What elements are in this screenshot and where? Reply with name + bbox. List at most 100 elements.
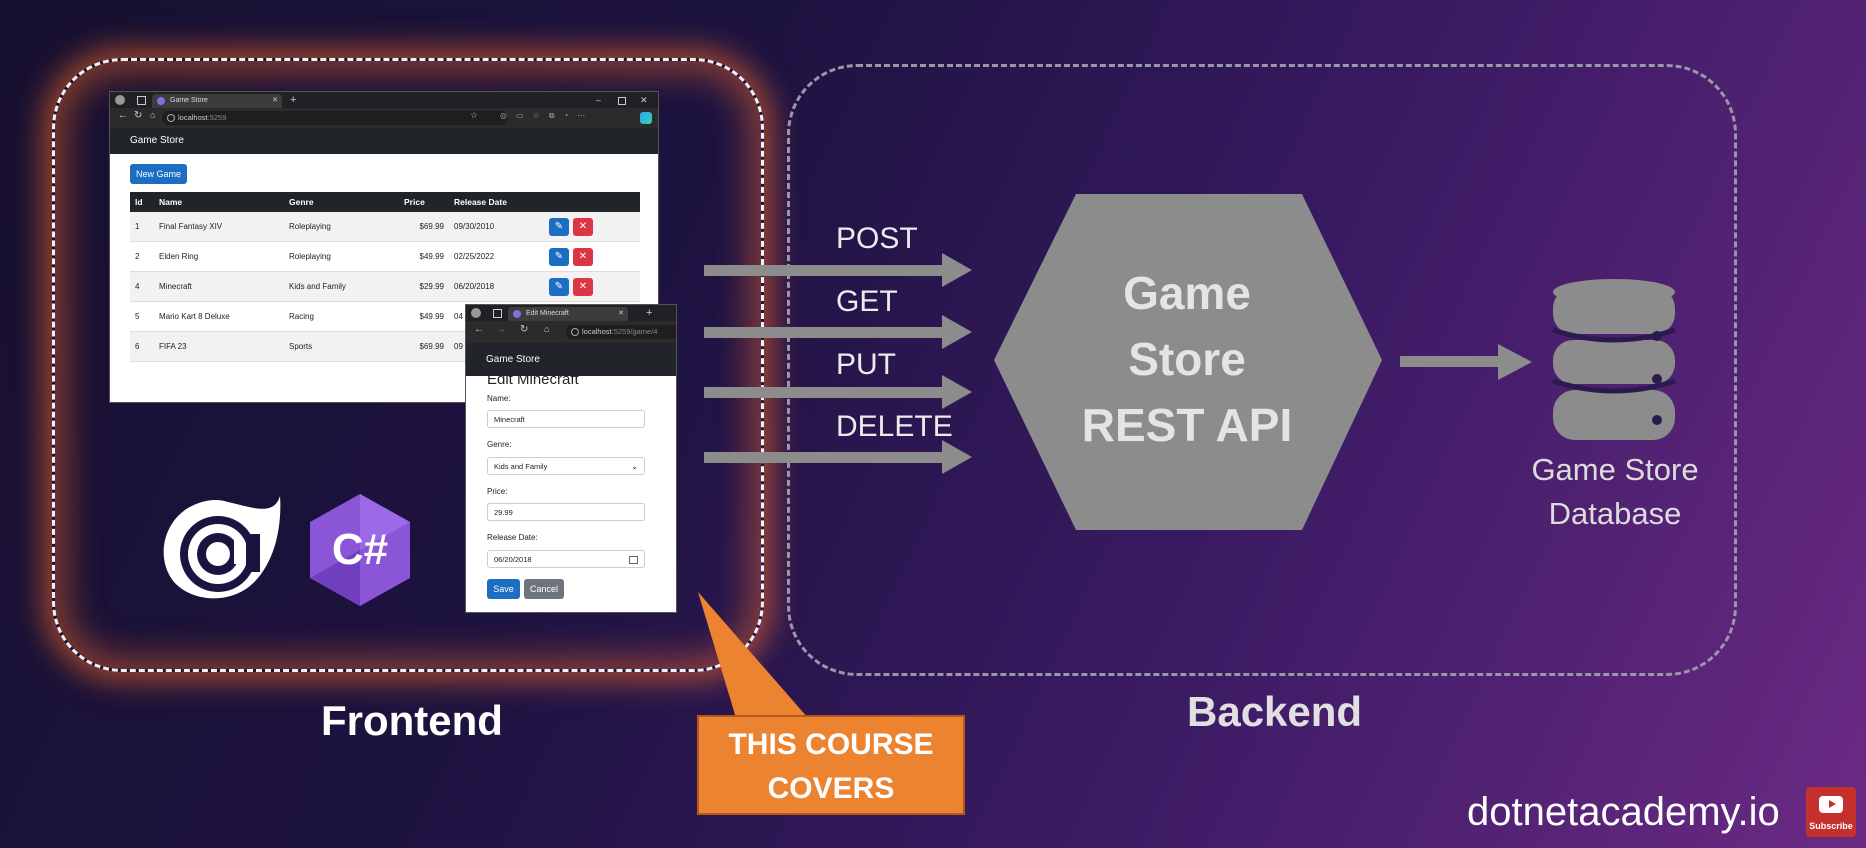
cell-price: $29.99: [399, 271, 449, 302]
close-tab-icon[interactable]: ✕: [272, 97, 278, 104]
table-row: 2 Elden Ring Roleplaying $49.99 02/25/20…: [130, 241, 640, 272]
games-table: Id Name Genre Price Release Date 1 Final…: [130, 192, 640, 362]
frontend-boundary: [52, 58, 764, 672]
column-header-price: Price: [399, 192, 449, 212]
cell-release-date: 06/20/2018: [449, 271, 544, 302]
cell-genre: Kids and Family: [284, 271, 399, 302]
back-icon[interactable]: ←: [474, 324, 484, 335]
edit-pencil-icon[interactable]: ✎: [549, 247, 569, 266]
new-tab-icon[interactable]: +: [290, 94, 297, 106]
name-label: Name:: [487, 394, 511, 403]
edit-pencil-icon[interactable]: ✎: [549, 217, 569, 236]
cell-genre: Roleplaying: [284, 241, 399, 272]
home-icon[interactable]: ⌂: [150, 110, 156, 120]
refresh-icon[interactable]: ↻: [134, 110, 143, 121]
cell-price: $49.99: [399, 301, 449, 332]
edit-heading: Edit Minecraft: [487, 371, 579, 388]
url-host: localhost: [178, 113, 208, 122]
url-field[interactable]: localhost:5259/game/4: [566, 325, 676, 339]
favorites-icon[interactable]: ☆: [470, 110, 479, 120]
genre-select[interactable]: Kids and Family ⌄: [487, 457, 645, 475]
cell-actions: ✎✕: [544, 271, 640, 302]
frontend-label: Frontend: [321, 697, 503, 744]
release-date-label: Release Date:: [487, 533, 538, 542]
subscribe-text: Subscribe: [1809, 821, 1853, 831]
new-tab-icon[interactable]: +: [646, 307, 653, 319]
cell-actions: ✎✕: [544, 241, 640, 272]
tab-actions-icon[interactable]: [493, 309, 502, 318]
site-info-icon: [571, 328, 579, 336]
backend-label: Backend: [1187, 688, 1363, 735]
delete-x-icon[interactable]: ✕: [573, 277, 593, 296]
site-brand: dotnetacademy.io: [1467, 790, 1780, 834]
close-window-icon[interactable]: ✕: [640, 95, 648, 105]
edit-pencil-icon[interactable]: ✎: [549, 277, 569, 296]
browser-tab-edit-minecraft[interactable]: Edit Minecraft ✕: [508, 307, 628, 321]
api-label-line2: Store: [1128, 333, 1246, 385]
blazor-logo-icon: [163, 496, 281, 599]
release-date-field[interactable]: 06/20/2018: [487, 550, 645, 568]
cell-actions: ✎✕: [544, 212, 640, 242]
minimize-icon[interactable]: –: [596, 95, 602, 105]
csharp-logo-text: C#: [332, 525, 388, 574]
table-header-row: Id Name Genre Price Release Date: [130, 192, 640, 212]
subscribe-badge[interactable]: Subscribe: [1806, 787, 1856, 837]
cell-release-date: 09/30/2010: [449, 212, 544, 242]
close-tab-icon[interactable]: ✕: [618, 310, 624, 317]
table-row: 4 Minecraft Kids and Family $29.99 06/20…: [130, 271, 640, 302]
url-path: :5259/game/4: [611, 327, 658, 336]
callout-line2: COVERS: [767, 772, 895, 805]
back-icon[interactable]: ←: [118, 110, 128, 121]
cell-name: FIFA 23: [154, 331, 284, 362]
forward-icon[interactable]: →: [496, 324, 506, 335]
calendar-icon[interactable]: [629, 556, 638, 564]
url-field[interactable]: localhost:5259: [162, 111, 508, 125]
toolbar-extension-icons[interactable]: ◎▭☆⧉◔⋯: [500, 111, 595, 120]
url-port: :5259: [207, 113, 227, 122]
cell-release-date: 02/25/2022: [449, 241, 544, 272]
cell-price: $69.99: [399, 212, 449, 242]
profile-icon[interactable]: [471, 308, 481, 318]
api-label: Game Store REST API: [1040, 260, 1334, 458]
cell-id: 1: [130, 212, 154, 242]
column-header-genre: Genre: [284, 192, 399, 212]
http-verb-put: PUT: [836, 348, 896, 381]
delete-x-icon[interactable]: ✕: [573, 247, 593, 266]
delete-x-icon[interactable]: ✕: [573, 217, 593, 236]
release-date-value: 06/20/2018: [494, 555, 532, 564]
price-field[interactable]: 29.99: [487, 503, 645, 521]
cell-genre: Roleplaying: [284, 212, 399, 242]
api-label-line1: Game: [1123, 267, 1251, 319]
tab-actions-icon[interactable]: [137, 96, 146, 105]
cell-genre: Racing: [284, 301, 399, 332]
save-button[interactable]: Save: [487, 579, 520, 599]
database-label: Game Store Database: [1500, 448, 1730, 536]
column-header-id: Id: [130, 192, 154, 212]
refresh-icon[interactable]: ↻: [520, 324, 529, 335]
http-verb-post: POST: [836, 222, 918, 255]
column-header-name: Name: [154, 192, 284, 212]
name-field[interactable]: Minecraft: [487, 410, 645, 428]
cell-id: 4: [130, 271, 154, 302]
restore-icon[interactable]: [618, 97, 626, 105]
genre-label: Genre:: [487, 440, 512, 449]
cancel-button[interactable]: Cancel: [524, 579, 564, 599]
backend-boundary: [787, 64, 1737, 676]
arrow-get: [704, 315, 972, 349]
home-icon[interactable]: ⌂: [544, 324, 550, 334]
url-host: localhost: [582, 327, 612, 336]
copilot-icon[interactable]: [640, 112, 652, 124]
browser-tab-game-store[interactable]: Game Store ✕: [152, 94, 282, 108]
profile-icon[interactable]: [115, 95, 125, 105]
cell-name: Final Fantasy XIV: [154, 212, 284, 242]
navbar-brand[interactable]: Game Store: [130, 135, 184, 146]
cell-price: $69.99: [399, 331, 449, 362]
address-bar: ← ↻ ⌂ localhost:5259 ☆ ◎▭☆⧉◔⋯: [110, 108, 658, 128]
tab-title: Game Store: [170, 97, 208, 104]
navbar-brand[interactable]: Game Store: [486, 354, 540, 365]
new-game-button[interactable]: New Game: [130, 164, 187, 184]
cell-id: 2: [130, 241, 154, 272]
youtube-play-triangle-icon: [1829, 800, 1836, 808]
table-row: 1 Final Fantasy XIV Roleplaying $69.99 0…: [130, 212, 640, 242]
site-info-icon: [167, 114, 175, 122]
